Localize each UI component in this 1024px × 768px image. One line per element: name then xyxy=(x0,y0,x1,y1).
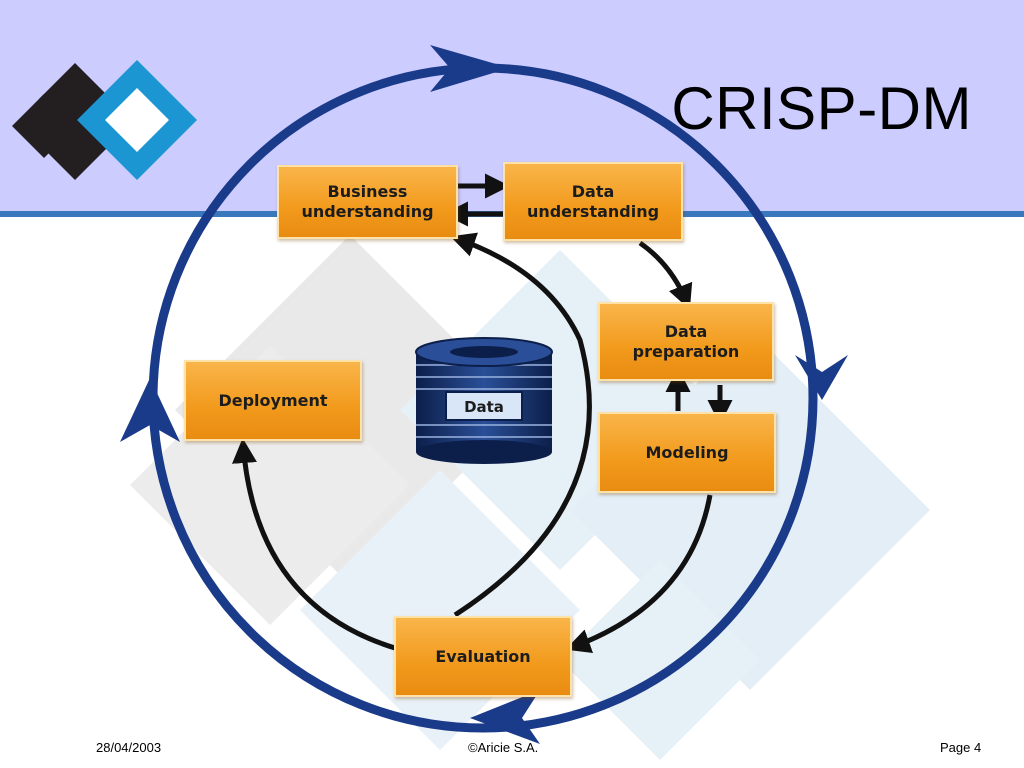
phase-deployment: Deployment xyxy=(184,360,362,441)
phase-evaluation: Evaluation xyxy=(394,616,572,697)
footer-page-number: Page 4 xyxy=(940,740,982,755)
arrow-modeling-to-evaluation xyxy=(565,494,713,654)
phase-label: Data understanding xyxy=(526,181,660,221)
phase-label: Business understanding xyxy=(301,182,434,221)
cycle-arrowhead-top xyxy=(430,45,510,92)
phase-business-understanding: Business understanding xyxy=(277,165,458,239)
slide-title: CRISP-DM xyxy=(671,75,972,142)
company-logo xyxy=(12,60,197,180)
footer-date: 28/04/2003 xyxy=(96,740,162,755)
phase-label: Data preparation xyxy=(632,321,740,361)
cycle-arrowhead-left xyxy=(120,378,180,442)
data-store-label: Data xyxy=(464,398,504,416)
phase-modeling: Modeling xyxy=(598,412,776,493)
cycle-arrowhead-right xyxy=(795,355,848,400)
footer-copyright: ©Aricie S.A. xyxy=(468,740,539,755)
phase-data-understanding: Data understanding xyxy=(503,162,683,241)
data-store-cylinder: Data xyxy=(415,337,553,464)
logo-diamond-blue-inner xyxy=(105,88,169,152)
phase-label: Deployment xyxy=(218,390,328,410)
cycle-arrowhead-bottom xyxy=(470,690,540,744)
phase-data-preparation: Data preparation xyxy=(598,302,774,381)
phase-label: Modeling xyxy=(645,442,729,462)
arrow-evaluation-to-deployment xyxy=(232,438,396,651)
phase-label: Evaluation xyxy=(435,646,531,666)
arrow-data-understanding-to-preparation xyxy=(638,240,693,310)
arrow-evaluation-to-business xyxy=(450,232,592,618)
